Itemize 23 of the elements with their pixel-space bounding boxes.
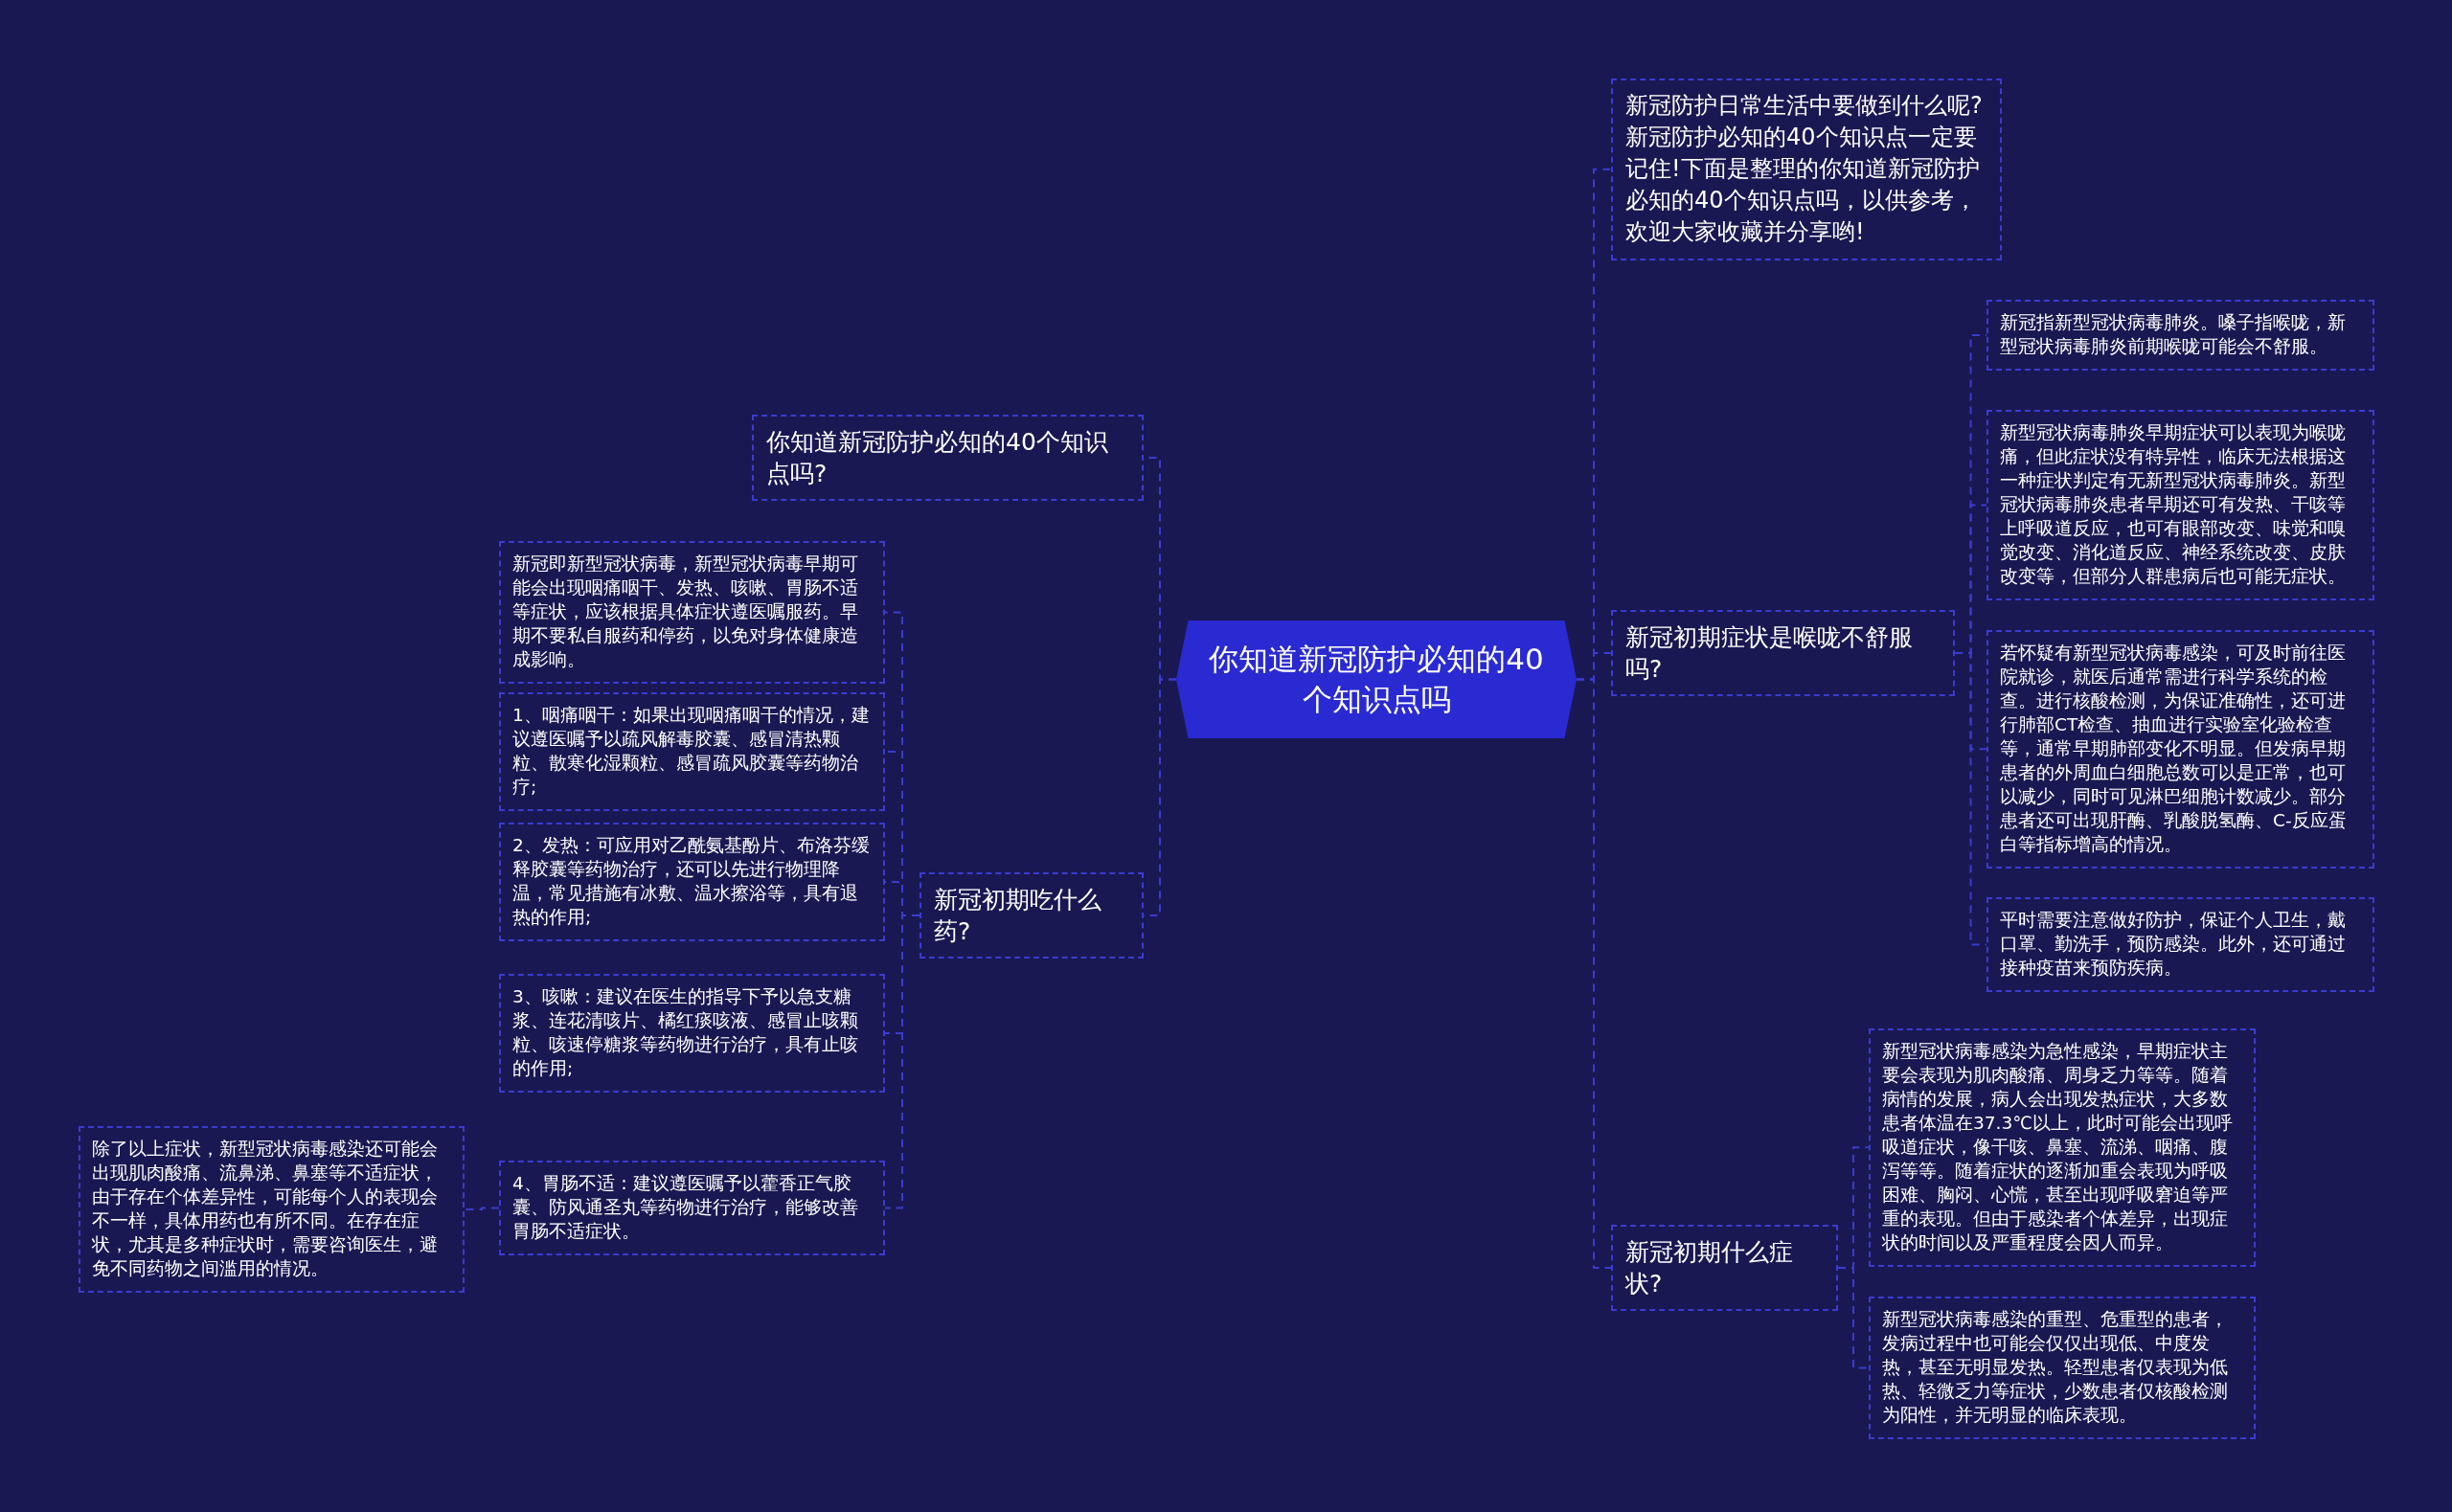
connector-line bbox=[464, 1207, 500, 1210]
connector-line bbox=[1143, 678, 1177, 916]
topic-box: 新冠初期吃什么药? bbox=[920, 872, 1144, 959]
text-box: 2、发热：可应用对乙酰氨基酚片、布洛芬缓释胶囊等药物治疗，还可以先进行物理降温，常见措施有冰敷、温水擦浴等，具有退热的作用; bbox=[499, 823, 885, 941]
text-box: 4、胃肠不适：建议遵医嘱予以藿香正气胶囊、防风通圣丸等药物进行治疗，能够改善胃肠不适症状。 bbox=[499, 1161, 885, 1255]
text-box: 新冠即新型冠状病毒，新型冠状病毒早期可能会出现咽痛咽干、发热、咳嗽、胃肠不适等症状，应该根据具体症状遵医嘱服药。早期不要私自服药和停药，以免对身体健康造成影响。 bbox=[499, 541, 885, 684]
text-box: 除了以上症状，新型冠状病毒感染还可能会出现肌肉酸痛、流鼻涕、鼻塞等不适症状，由于存在个体差异性，可能每个人的表现会不一样，具体用药也有所不同。在存在症状，尤其是多种症状时，需要咨询医生，避免不同药物之间滥用的情况。 bbox=[79, 1126, 465, 1293]
connector-line bbox=[1954, 652, 1987, 946]
text-box: 新型冠状病毒感染为急性感染，早期症状主要会表现为肌肉酸痛、周身乏力等等。随着病情的发展，病人会出现发热症状，大多数患者体温在37.3℃以上，此时可能会出现呼吸道症状，像干咳、鼻塞、流涕、咽痛、腹泻等等。随着症状的逐渐加重会表现为呼吸困难、胸闷、心慌，甚至出现呼吸窘迫等严重的表现。但由于感染者个体差异，出现症状的时间以及严重程度会因人而异。 bbox=[1869, 1028, 2256, 1267]
intro-box: 新冠防护日常生活中要做到什么呢?新冠防护必知的40个知识点一定要记住!下面是整理的你知道新冠防护必知的40个知识点吗，以供参考，欢迎大家收藏并分享哟! bbox=[1611, 79, 2002, 260]
topic-box: 新冠初期症状是喉咙不舒服吗? bbox=[1611, 610, 1955, 696]
topic-box: 你知道新冠防护必知的40个知识点吗? bbox=[752, 415, 1144, 501]
text-box: 新冠指新型冠状病毒肺炎。嗓子指喉咙，新型冠状病毒肺炎前期喉咙可能会不舒服。 bbox=[1987, 300, 2374, 371]
text-box: 1、咽痛咽干：如果出现咽痛咽干的情况，建议遵医嘱予以疏风解毒胶囊、感冒清热颗粒、散寒化湿颗粒、感冒疏风胶囊等药物治疗; bbox=[499, 692, 885, 811]
connector-line bbox=[1576, 678, 1612, 1269]
text-box: 若怀疑有新型冠状病毒感染，可及时前往医院就诊，就医后通常需进行科学系统的检查。进行核酸检测，为保证准确性，还可进行肺部CT检查、抽血进行实验室化验检查等，通常早期肺部变化不明显。但发病早期患者的外周血白细胞总数可以是正常，也可以减少，同时可见淋巴细胞计数减少。部分患者还可出现肝酶、乳酸脱氢酶、C-反应蛋白等指标增高的情况。 bbox=[1987, 630, 2374, 869]
connector-line bbox=[884, 914, 920, 1209]
text-box: 平时需要注意做好防护，保证个人卫生，戴口罩、勤洗手，预防感染。此外，还可通过接种疫苗来预防疾病。 bbox=[1987, 897, 2374, 992]
connector-line bbox=[1837, 1267, 1870, 1369]
text-box: 新型冠状病毒感染的重型、危重型的患者，发病过程中也可能会仅仅出现低、中度发热，甚至无明显发热。轻型患者仅表现为低热、轻微乏力等症状，少数患者仅核酸检测为阳性，并无明显的临床表现。 bbox=[1869, 1297, 2256, 1439]
text-box: 新型冠状病毒肺炎早期症状可以表现为喉咙痛，但此症状没有特异性，临床无法根据这一种症状判定有无新型冠状病毒肺炎。新型冠状病毒肺炎患者早期还可有发热、干咳等上呼吸道反应，也可有眼部改变、味觉和嗅觉改变、消化道反应、神经系统改变、皮肤改变等，但部分人群患病后也可能无症状。 bbox=[1987, 410, 2374, 600]
text-box: 3、咳嗽：建议在医生的指导下予以急支糖浆、连花清咳片、橘红痰咳液、感冒止咳颗粒、咳速停糖浆等药物进行治疗，具有止咳的作用; bbox=[499, 974, 885, 1093]
topic-box: 新冠初期什么症状? bbox=[1611, 1225, 1838, 1311]
